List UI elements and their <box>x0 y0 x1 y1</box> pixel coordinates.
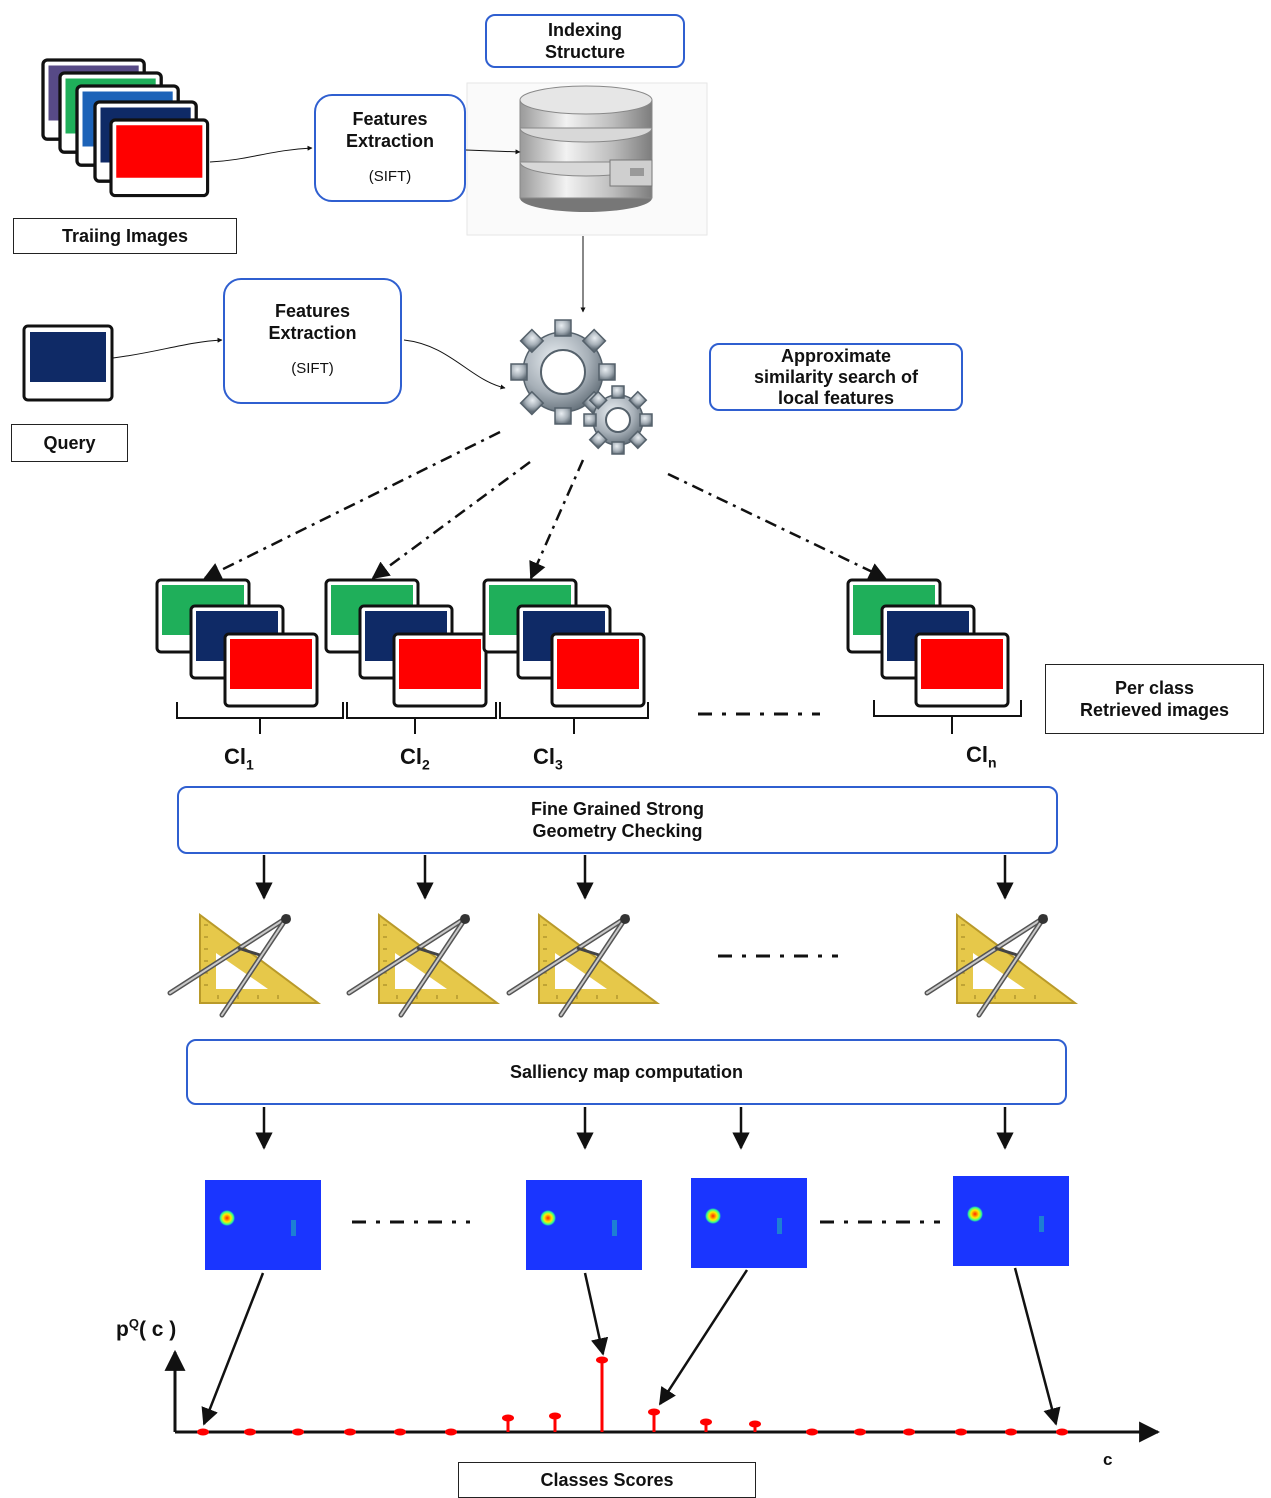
score-marker-14 <box>854 1428 866 1436</box>
feature-extraction-title-1: Features Extraction <box>345 109 435 151</box>
bracket-2 <box>346 702 497 719</box>
x-axis-label: c <box>1103 1450 1113 1469</box>
score-marker-6 <box>445 1428 457 1436</box>
gears-icon <box>510 319 653 455</box>
query-label: Query <box>11 424 128 462</box>
geometry-checking-label: Fine Grained Strong Geometry Checking <box>177 786 1058 854</box>
bracket-n <box>873 700 1022 717</box>
similarity-search-label: Approximate similarity search of local f… <box>709 343 963 411</box>
feature-extraction-method-1: (SIFT) <box>368 168 412 185</box>
classes-scores-label: Classes Scores <box>458 1462 756 1498</box>
feature-extraction-title-2: Features Extraction <box>268 301 357 343</box>
score-marker-4 <box>344 1428 356 1436</box>
database-icon <box>466 82 708 236</box>
class-label-n: Cln <box>966 742 997 771</box>
geometry-tools-icon-n <box>927 914 1075 1015</box>
indexing-structure-label: Indexing Structure <box>485 14 685 68</box>
score-marker-11 <box>700 1418 712 1426</box>
training-images-stack-icon <box>41 58 210 198</box>
query-image-icon <box>22 324 114 402</box>
saliency-map-icon-1 <box>205 1180 321 1270</box>
class-score-stems <box>197 1356 1068 1436</box>
score-marker-12 <box>749 1420 761 1428</box>
score-marker-9 <box>596 1356 608 1364</box>
score-marker-15 <box>903 1428 915 1436</box>
class-label-1: Cl1 <box>224 744 254 773</box>
geometry-tools-icon-3 <box>509 914 657 1015</box>
score-marker-5 <box>394 1428 406 1436</box>
score-marker-10 <box>648 1408 660 1416</box>
training-images-label: Traiing Images <box>13 218 237 254</box>
score-marker-1 <box>197 1428 209 1436</box>
class-stack-1 <box>157 580 317 706</box>
geometry-tools-icon-1 <box>170 914 318 1015</box>
class-stack-n <box>848 580 1008 706</box>
class-label-3: Cl3 <box>533 744 563 773</box>
score-marker-13 <box>806 1428 818 1436</box>
saliency-map-icon-3 <box>691 1178 807 1268</box>
saliency-computation-label: Salliency map computation <box>186 1039 1067 1105</box>
score-marker-7 <box>502 1414 514 1422</box>
saliency-map-icon-2 <box>526 1180 642 1270</box>
y-axis-label: pQ( c ) <box>116 1316 177 1341</box>
score-marker-2 <box>244 1428 256 1436</box>
score-axes <box>164 1349 1161 1443</box>
class-stack-2 <box>326 580 486 706</box>
saliency-map-icon-n <box>953 1176 1069 1266</box>
feature-extraction-box-1: Features Extraction (SIFT) <box>314 94 466 202</box>
feature-extraction-method-2: (SIFT) <box>291 360 334 377</box>
score-marker-18 <box>1056 1428 1068 1436</box>
geometry-tools-icon-2 <box>349 914 497 1015</box>
score-marker-16 <box>955 1428 967 1436</box>
class-stack-3 <box>484 580 644 706</box>
score-marker-3 <box>292 1428 304 1436</box>
class-label-2: Cl2 <box>400 744 430 773</box>
score-marker-8 <box>549 1412 561 1420</box>
score-marker-17 <box>1005 1428 1017 1436</box>
feature-extraction-box-2: Features Extraction (SIFT) <box>223 278 402 404</box>
per-class-label: Per class Retrieved images <box>1045 664 1264 734</box>
